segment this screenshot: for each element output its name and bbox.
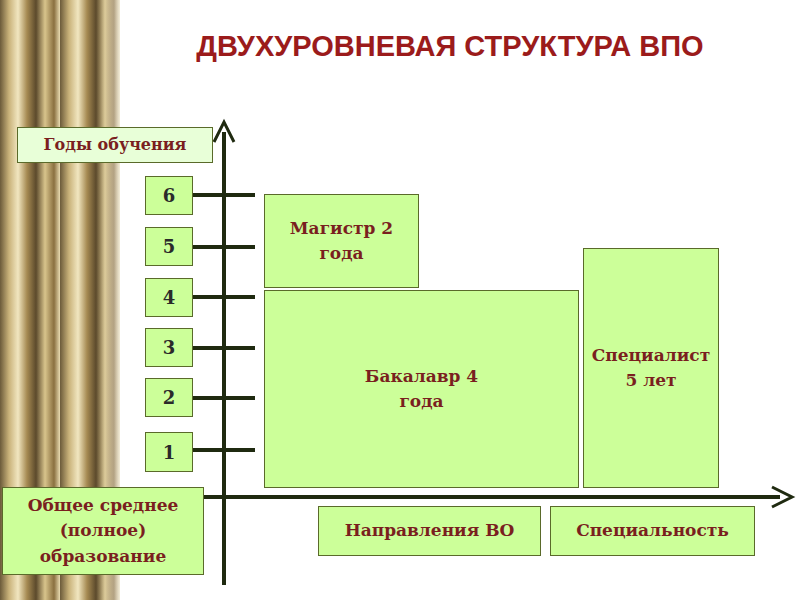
- axis-arrow: [214, 122, 234, 142]
- tick: [193, 448, 255, 452]
- node-text: 1: [159, 437, 180, 468]
- node-text: 6: [159, 180, 180, 211]
- axis-category-box: Специальность: [550, 506, 755, 556]
- node-text: 4: [159, 282, 180, 313]
- year-number: 4: [145, 278, 193, 317]
- tick: [193, 193, 255, 197]
- year-number: 6: [145, 176, 193, 215]
- axis-caption: Годы обучения: [17, 127, 213, 163]
- node-text: 2: [159, 382, 180, 413]
- node-text: Годы обучения: [40, 131, 191, 159]
- year-number: 2: [145, 378, 193, 417]
- diagram-title: ДВУХУРОВНЕВАЯ СТРУКТУРА ВПО: [100, 30, 800, 63]
- node-text: 3: [159, 332, 180, 363]
- year-number: 5: [145, 227, 193, 266]
- node-text: Общее среднее (полное) образование: [3, 491, 203, 572]
- year-number: 3: [145, 328, 193, 367]
- year-number: 1: [145, 432, 193, 472]
- tick: [193, 245, 255, 249]
- node-text: Специалист 5 лет: [587, 341, 715, 396]
- x-axis: [195, 495, 780, 499]
- degree-box: Специалист 5 лет: [583, 248, 719, 488]
- axis-arrow: [772, 487, 792, 507]
- tick: [193, 396, 255, 400]
- tick: [193, 295, 255, 299]
- axis-category-box: Направления ВО: [318, 506, 541, 556]
- node-text: Специальность: [572, 516, 733, 546]
- node-text: 5: [159, 231, 180, 262]
- y-axis: [222, 132, 226, 585]
- tick: [193, 346, 255, 350]
- degree-box: Магистр 2 года: [264, 194, 419, 288]
- node-text: Магистр 2 года: [278, 214, 406, 269]
- node-text: Бакалавр 4 года: [358, 362, 486, 417]
- base-education-box: Общее среднее (полное) образование: [2, 487, 204, 576]
- degree-box: Бакалавр 4 года: [264, 290, 579, 488]
- node-text: Направления ВО: [341, 516, 519, 546]
